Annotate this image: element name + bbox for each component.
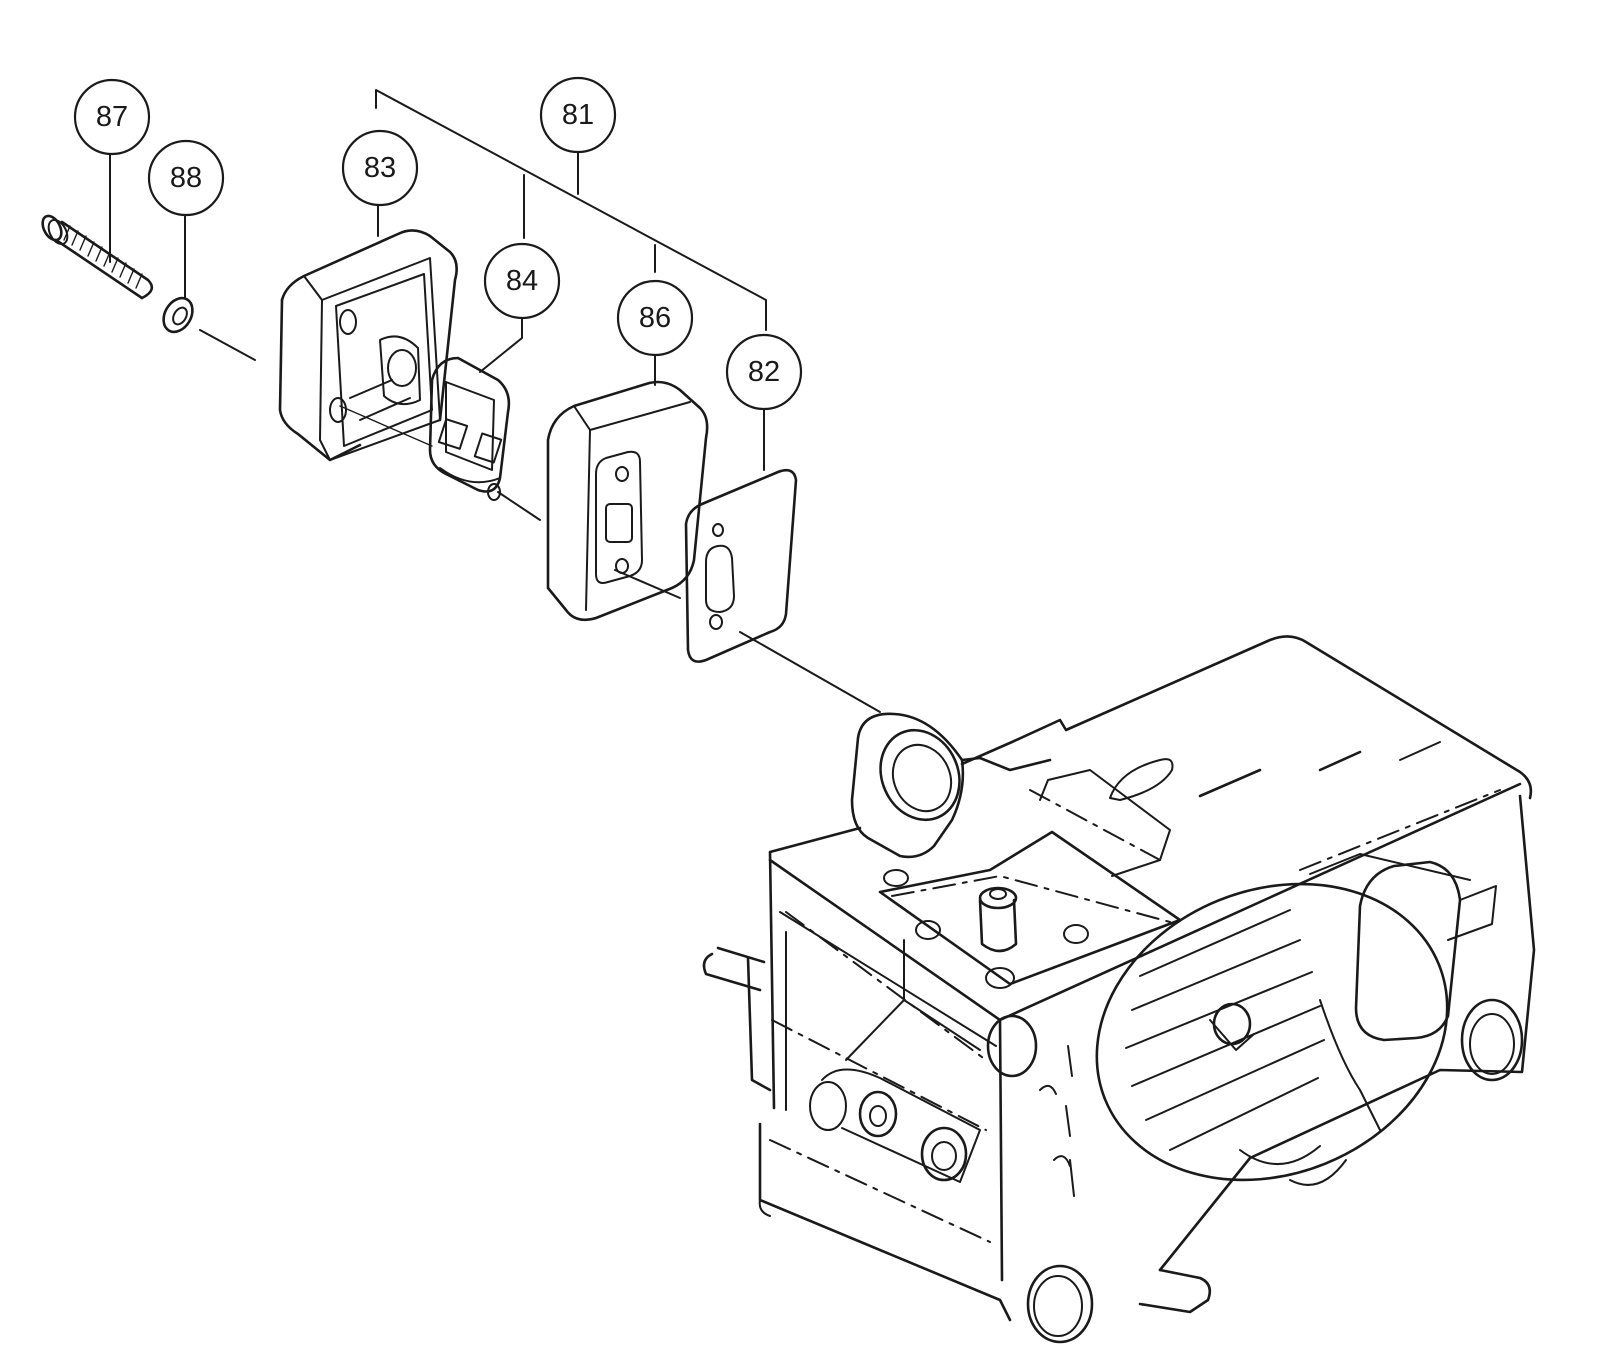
callout-82-label: 82 [748, 356, 780, 388]
callout-86: 86 [616, 279, 694, 357]
gasket-82 [684, 468, 798, 663]
washer-88 [162, 296, 194, 334]
callout-84-label: 84 [506, 265, 538, 297]
deflector-84 [428, 356, 511, 501]
callout-88: 88 [147, 139, 225, 217]
callout-88-label: 88 [170, 162, 202, 194]
callout-82: 82 [725, 333, 803, 411]
leader-lines [109, 89, 881, 713]
callout-81-label: 81 [562, 99, 594, 131]
callout-86-label: 86 [639, 302, 671, 334]
callout-83-label: 83 [364, 152, 396, 184]
callout-87: 87 [73, 78, 151, 156]
muffler-body-86 [546, 380, 709, 622]
callout-83: 83 [341, 129, 419, 207]
callout-81: 81 [539, 76, 617, 154]
callout-84: 84 [483, 242, 561, 320]
engine-crankcase [702, 635, 1536, 1344]
callout-87-label: 87 [96, 101, 128, 133]
bolt-87 [41, 214, 154, 300]
muffler-cover-83 [278, 229, 458, 462]
